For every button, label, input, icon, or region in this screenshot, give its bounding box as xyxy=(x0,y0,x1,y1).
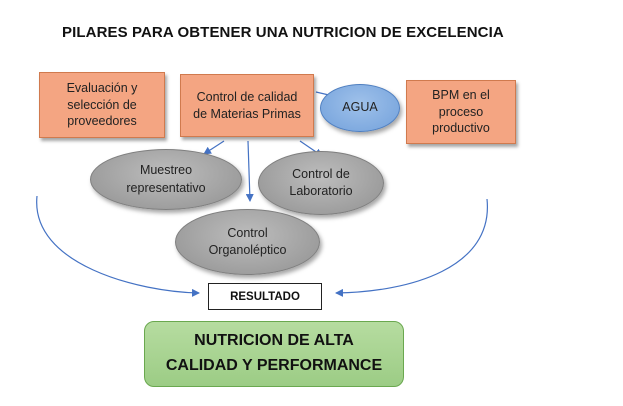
arrow-to-muestreo xyxy=(203,140,225,155)
box-bpm-proceso-productivo: BPM en el proceso productivo xyxy=(406,80,516,144)
arrow-left-to-resultado xyxy=(36,195,200,297)
oval-agua: AGUA xyxy=(320,84,400,132)
oval-muestreo-representativo: Muestreo representativo xyxy=(90,149,242,210)
box-control-calidad-materias-primas: Control de calidad de Materias Primas xyxy=(180,74,314,137)
arrow-to-organoleptico xyxy=(245,140,254,202)
diagram-title: PILARES PARA OBTENER UNA NUTRICION DE EX… xyxy=(62,24,504,41)
final-result-box: NUTRICION DE ALTA CALIDAD Y PERFORMANCE xyxy=(144,321,404,387)
box-evaluacion-proveedores: Evaluación y selección de proveedores xyxy=(39,72,165,138)
arrow-right-to-resultado xyxy=(335,198,488,297)
oval-control-laboratorio: Control de Laboratorio xyxy=(258,151,384,215)
resultado-box: RESULTADO xyxy=(208,283,322,310)
oval-control-organoleptico: Control Organoléptico xyxy=(175,209,320,275)
